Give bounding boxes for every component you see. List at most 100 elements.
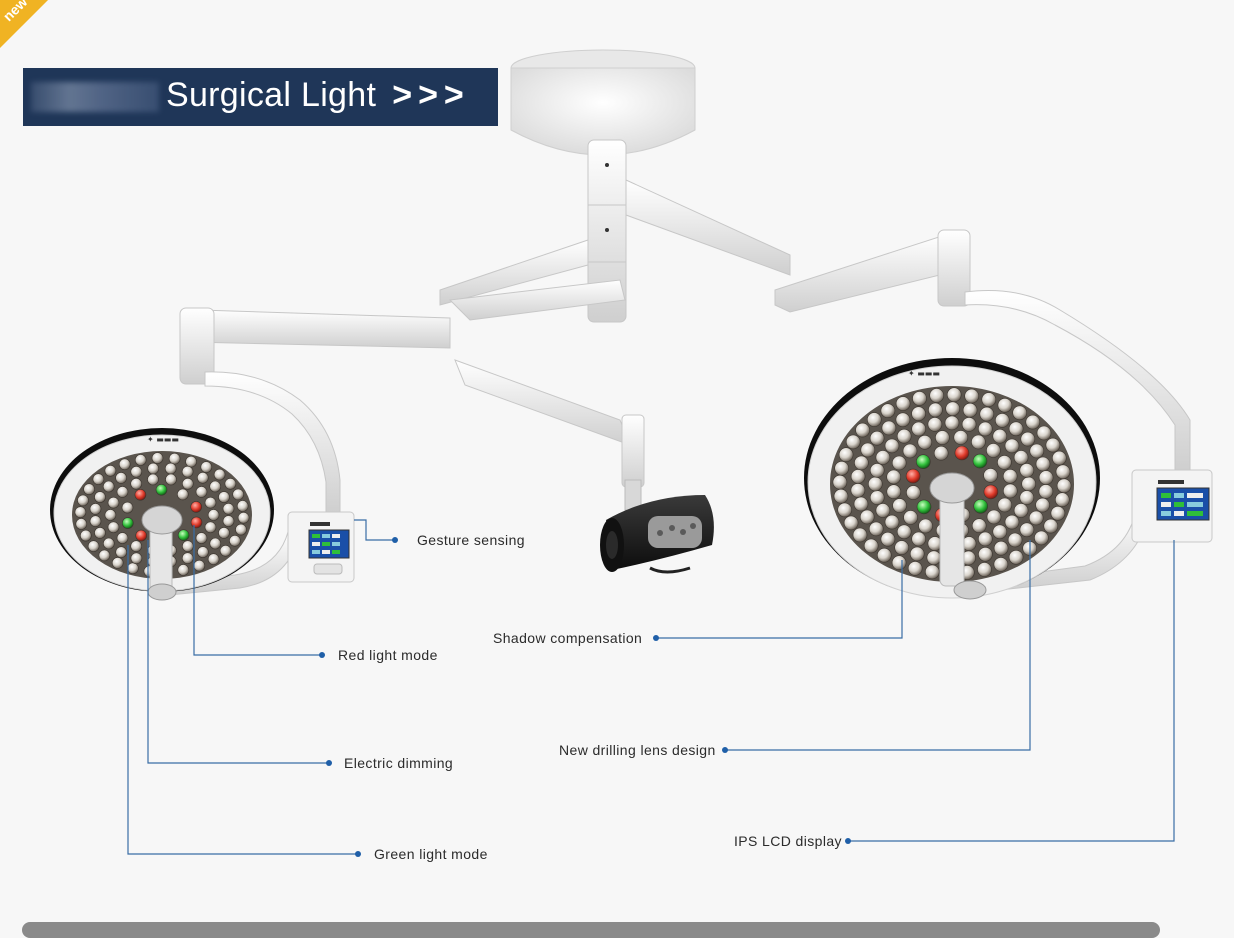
led-lens xyxy=(881,420,897,436)
led-lens xyxy=(98,549,111,562)
led-lens xyxy=(185,455,197,468)
led-lens xyxy=(907,561,923,576)
led-lens xyxy=(1034,530,1049,546)
led-lens xyxy=(130,552,143,565)
dot-ips-lcd-display xyxy=(845,838,851,844)
led-lens xyxy=(911,531,927,547)
led-lens xyxy=(182,540,194,553)
led-lens xyxy=(954,445,970,461)
led-lens xyxy=(222,515,235,527)
led-lens xyxy=(236,500,249,512)
led-lens xyxy=(80,529,92,542)
led-lens xyxy=(896,428,912,444)
led-lens xyxy=(971,434,986,450)
led-lens xyxy=(917,434,933,450)
right-lamp-head: ✦ ▬▬▬ xyxy=(804,358,1100,600)
led-lens xyxy=(197,471,209,484)
led-lens xyxy=(992,428,1008,444)
led-lens xyxy=(177,529,190,542)
led-lens xyxy=(1055,464,1071,480)
led-lens xyxy=(134,488,147,501)
led-lens xyxy=(869,463,885,478)
led-lens xyxy=(1055,492,1070,508)
led-lens xyxy=(863,538,879,554)
led-lens xyxy=(107,521,120,534)
dot-shadow-compensation xyxy=(653,635,659,641)
led-lens xyxy=(927,417,943,432)
left-lamp-head: ✦ ▬▬▬ xyxy=(50,428,274,601)
callout-shadow-compensation: Shadow compensation xyxy=(493,630,643,646)
dot-electric-dimming xyxy=(326,760,332,766)
led-lens xyxy=(935,430,950,445)
led-lens xyxy=(973,498,989,514)
led-lens xyxy=(886,469,902,485)
led-lens xyxy=(197,546,209,558)
led-lens xyxy=(1007,532,1023,548)
led-lens xyxy=(92,473,105,486)
title-banner: Surgical Light>>> xyxy=(23,68,498,126)
led-lens xyxy=(852,527,868,543)
led-lens xyxy=(115,546,127,559)
led-lens xyxy=(884,438,900,454)
led-lens xyxy=(977,562,992,577)
led-lens xyxy=(103,537,115,550)
led-lens xyxy=(111,557,124,569)
led-lens xyxy=(104,464,117,477)
led-lens xyxy=(168,452,181,465)
led-lens xyxy=(209,480,221,493)
led-lens xyxy=(926,550,942,566)
leader-electric-dimming xyxy=(147,540,329,764)
led-lens xyxy=(834,460,850,476)
led-lens xyxy=(116,486,129,498)
led-lens xyxy=(213,468,226,481)
led-lens xyxy=(195,486,208,498)
led-lens xyxy=(902,443,918,459)
led-lens xyxy=(1050,505,1066,521)
led-lens xyxy=(915,454,931,470)
led-lens xyxy=(880,403,896,419)
led-lens xyxy=(875,503,891,518)
led-lens xyxy=(77,494,89,507)
callout-gesture-sensing: Gesture sensing xyxy=(417,532,525,548)
led-lens xyxy=(1008,549,1024,565)
led-lens xyxy=(1008,421,1024,437)
led-lens xyxy=(855,422,870,438)
led-lens xyxy=(75,518,88,530)
led-lens xyxy=(845,434,861,450)
led-lens xyxy=(1036,425,1052,441)
led-lens xyxy=(1019,490,1035,505)
led-lens xyxy=(134,454,147,466)
led-lens xyxy=(993,540,1009,556)
led-lens xyxy=(891,555,907,571)
led-lens xyxy=(74,506,87,519)
led-lens xyxy=(1052,450,1067,466)
led-lens xyxy=(237,511,250,524)
led-lens xyxy=(977,421,993,437)
led-lens xyxy=(906,485,921,500)
led-lens xyxy=(1004,438,1020,454)
led-lens xyxy=(235,523,247,536)
led-lens xyxy=(961,417,977,432)
led-lens xyxy=(843,515,859,531)
led-lens xyxy=(916,499,932,515)
led-lens xyxy=(978,546,993,562)
title-label: Surgical Light xyxy=(166,76,377,114)
led-lens xyxy=(924,564,940,580)
led-lens xyxy=(868,521,884,537)
callout-leader-lines xyxy=(127,519,1175,855)
led-lens xyxy=(962,402,978,418)
led-lens xyxy=(181,552,194,565)
led-lens xyxy=(204,496,217,509)
led-lens xyxy=(905,468,921,484)
led-lens xyxy=(866,412,882,427)
led-lens xyxy=(986,509,1002,525)
led-lens xyxy=(1019,522,1035,538)
led-lens xyxy=(911,421,927,437)
led-lens xyxy=(1013,503,1029,518)
led-lens xyxy=(876,547,892,563)
led-lens xyxy=(884,514,900,530)
callout-dots xyxy=(319,537,851,857)
led-lens xyxy=(219,544,232,557)
callout-red-light-mode: Red light mode xyxy=(338,647,438,663)
